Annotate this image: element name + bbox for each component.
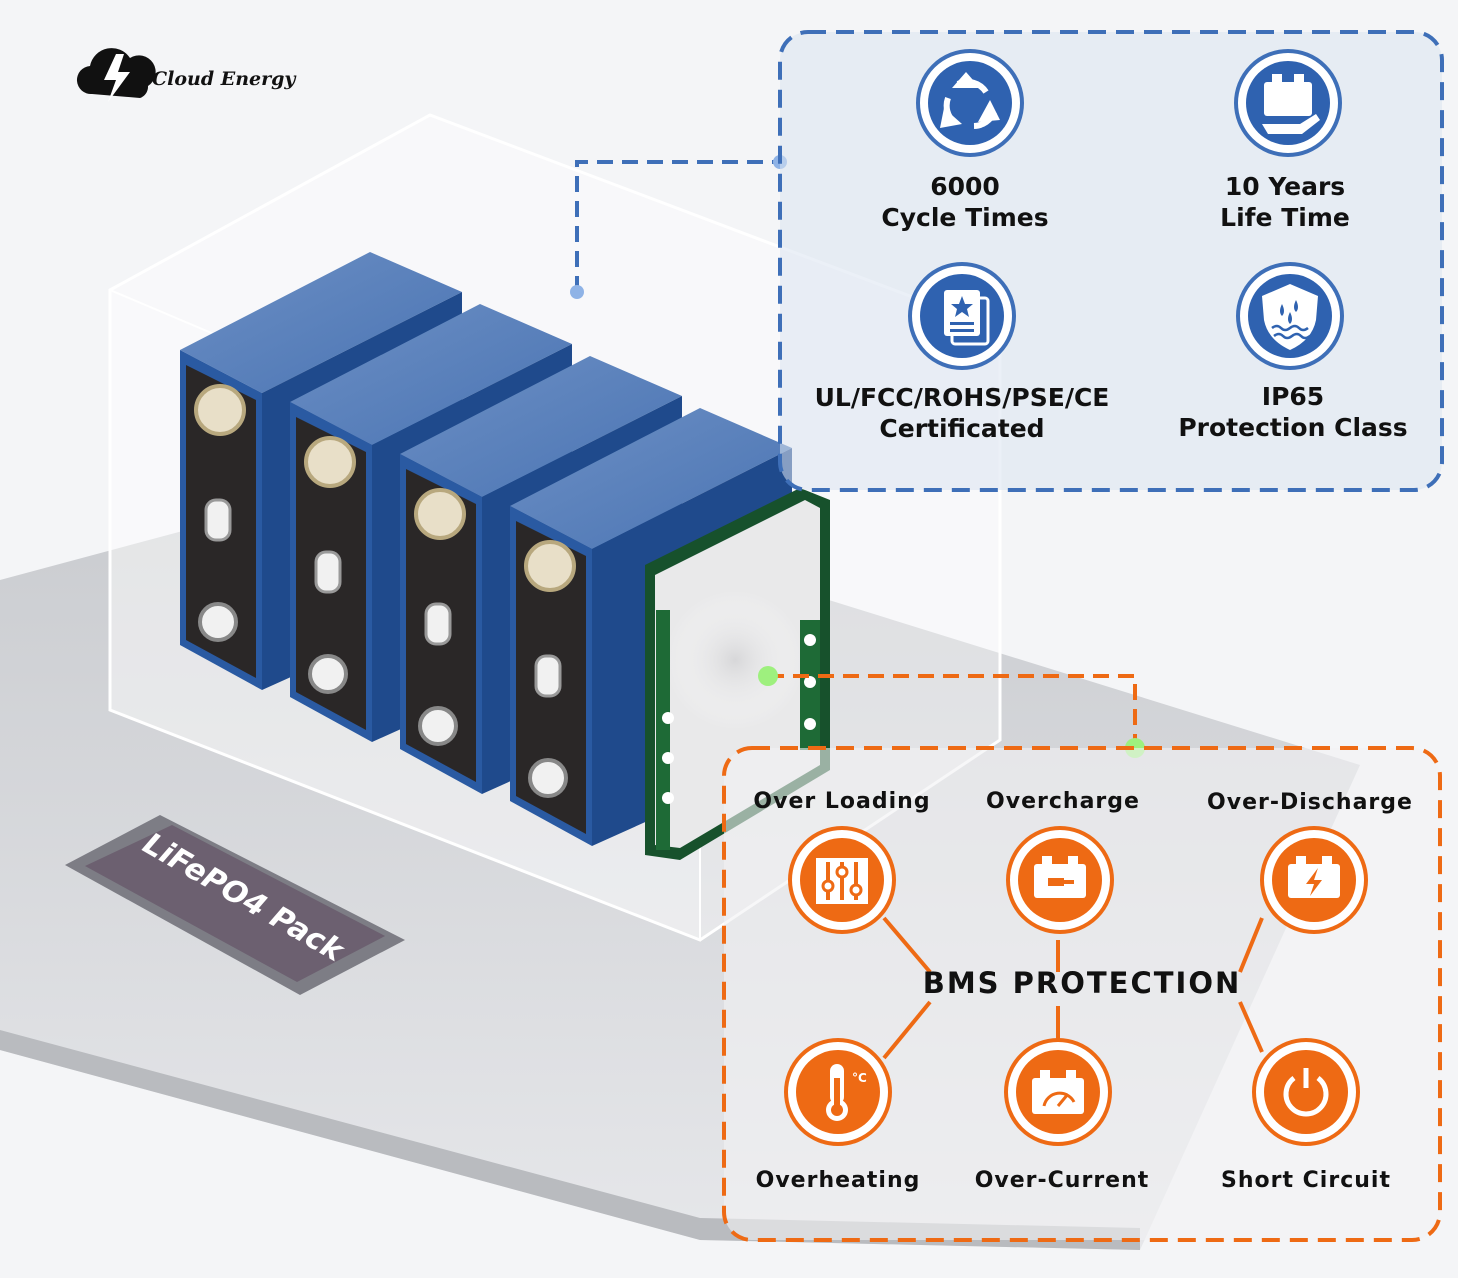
feature-caption: Certificated <box>879 414 1045 443</box>
feature-caption: Protection Class <box>1178 413 1408 442</box>
feature-certification: UL/FCC/ROHS/PSE/CE Certificated <box>800 382 1124 444</box>
feature-life-time: 10 Years Life Time <box>1185 171 1385 233</box>
bms-label-over-loading: Over Loading <box>753 789 931 814</box>
pack-label-plate <box>65 815 405 995</box>
certificate-icon <box>908 262 1016 370</box>
bms-title: BMS PROTECTION <box>922 966 1242 1000</box>
bms-label-overheating: Overheating <box>755 1168 921 1193</box>
battery-gauge-icon <box>1004 1038 1112 1146</box>
feature-cycle-times: 6000 Cycle Times <box>865 171 1065 233</box>
bms-label-over-current: Over-Current <box>974 1168 1150 1193</box>
bms-spokes <box>882 916 1264 1060</box>
feature-caption: Life Time <box>1220 203 1350 232</box>
feature-value: IP65 <box>1261 382 1325 411</box>
feature-value: 10 Years <box>1224 172 1346 201</box>
feature-value: UL/FCC/ROHS/PSE/CE <box>814 383 1110 412</box>
thermometer-icon: °C <box>784 1038 892 1146</box>
feature-value: 6000 <box>930 172 1000 201</box>
battery-hand-icon <box>1234 49 1342 157</box>
cloud-lightning-icon <box>76 48 156 102</box>
battery-lightning-icon <box>1260 826 1368 934</box>
feature-protection-class: IP65 Protection Class <box>1168 381 1418 443</box>
bms-label-overcharge: Overcharge <box>986 789 1140 814</box>
brand-name: Cloud Energy <box>152 68 296 90</box>
bms-label-short-circuit: Short Circuit <box>1221 1168 1391 1193</box>
sliders-icon <box>788 826 896 934</box>
bms-label-over-discharge: Over-Discharge <box>1207 790 1413 815</box>
feature-caption: Cycle Times <box>881 203 1049 232</box>
svg-text:°C: °C <box>852 1071 867 1085</box>
power-icon <box>1252 1038 1360 1146</box>
battery-cells <box>180 252 792 846</box>
recycle-icon <box>916 49 1024 157</box>
waterproof-shield-icon <box>1236 262 1344 370</box>
battery-plug-icon <box>1006 826 1114 934</box>
